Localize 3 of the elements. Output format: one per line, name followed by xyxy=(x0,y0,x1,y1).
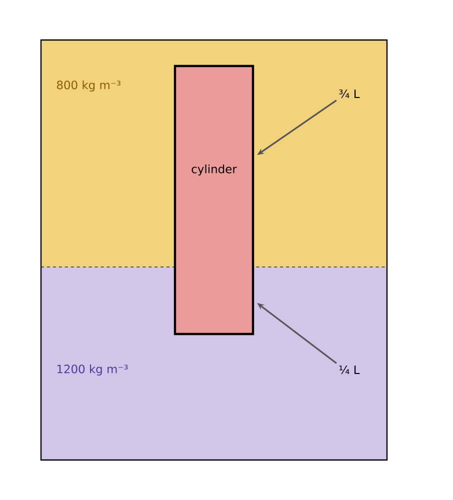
cylinder-box: cylinder xyxy=(174,64,254,336)
length-label: ¾ L xyxy=(339,89,360,98)
length-label: ¼ L xyxy=(339,365,360,374)
